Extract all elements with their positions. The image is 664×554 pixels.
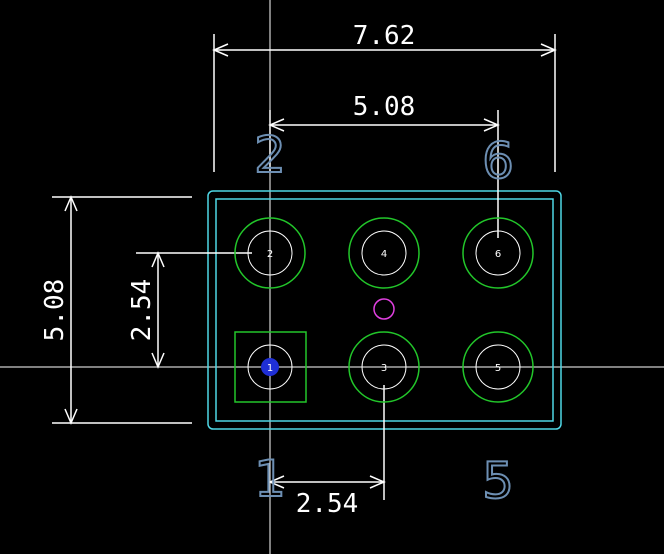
center-marker — [373, 298, 395, 320]
pad-4-ring — [348, 217, 420, 289]
pad-1-hole — [247, 344, 293, 390]
pad-1-marker — [261, 358, 279, 376]
pad-1-number: 1 — [267, 363, 273, 374]
silkscreen-label-2: 2 — [254, 126, 286, 184]
pad-2-hole — [247, 230, 293, 276]
dimension-pitch-x-label: 2.54 — [296, 489, 359, 519]
pad-2-ring — [234, 217, 306, 289]
dimension-pitch-y[interactable] — [136, 251, 252, 369]
pad-3-hole — [361, 344, 407, 390]
pad-6-number: 6 — [495, 249, 501, 260]
pad-3-number: 3 — [381, 363, 387, 374]
pad-6-ring — [462, 217, 534, 289]
pad-2[interactable]: 2 — [234, 217, 306, 289]
pad-6-hole — [475, 230, 521, 276]
silkscreen-label-6: 6 — [482, 132, 514, 190]
pad-6[interactable]: 6 — [462, 217, 534, 289]
pad-5[interactable]: 5 — [462, 331, 534, 403]
silkscreen-label-1: 1 — [254, 450, 286, 508]
dimension-overall-height-label: 5.08 — [40, 279, 70, 342]
pad-3[interactable]: 3 — [348, 331, 420, 403]
pad-5-number: 5 — [495, 363, 501, 374]
dimension-overall-width[interactable] — [212, 34, 557, 172]
pad-3-ring — [348, 331, 420, 403]
dimension-pitch-y-label: 2.54 — [127, 279, 157, 342]
pad-5-ring — [462, 331, 534, 403]
dimension-pitch-x[interactable] — [268, 385, 386, 500]
silkscreen-label-5: 5 — [482, 452, 514, 510]
dimension-pin-span-x[interactable] — [268, 110, 500, 238]
pad-2-number: 2 — [267, 249, 273, 260]
pad-1-square-outline — [234, 331, 307, 403]
pad-4-number: 4 — [381, 249, 387, 260]
pad-1[interactable]: 1 — [234, 331, 307, 403]
dimension-pin-span-x-label: 5.08 — [353, 92, 416, 122]
dimension-overall-height[interactable] — [52, 195, 192, 425]
pad-4[interactable]: 4 — [348, 217, 420, 289]
dimension-overall-width-label: 7.62 — [353, 21, 416, 51]
pad-5-hole — [475, 344, 521, 390]
pad-4-hole — [361, 230, 407, 276]
